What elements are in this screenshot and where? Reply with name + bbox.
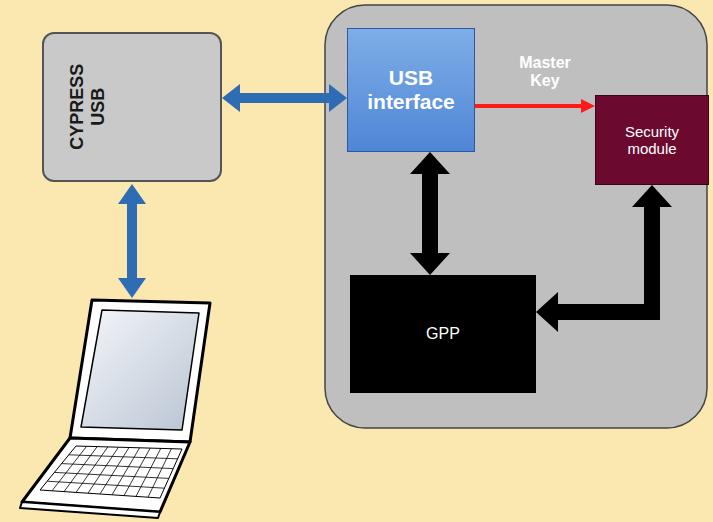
arrow-head [222, 84, 240, 112]
connector-line [475, 104, 582, 108]
arrow-head [581, 99, 595, 113]
laptop-illustration [20, 300, 210, 518]
node-label: CYPRESS USB [67, 43, 108, 171]
security-module-box: Security module [595, 95, 709, 185]
arrow-head [329, 84, 347, 112]
arrow-head [536, 292, 558, 332]
connector-line [422, 173, 438, 254]
arrow-head [410, 152, 450, 174]
arrow-head [410, 253, 450, 275]
node-label: Security module [596, 123, 708, 158]
connector [536, 185, 672, 332]
fpga-panel [325, 5, 707, 428]
connector [475, 99, 595, 113]
node-label: USB interface [348, 66, 474, 114]
connector-line [239, 93, 330, 103]
arrow-head [632, 185, 672, 207]
connector [410, 152, 450, 275]
connector [222, 84, 347, 112]
usb-interface-box: USB interface [347, 28, 475, 152]
gpp-box: GPP [350, 275, 536, 393]
laptop-link [118, 184, 146, 298]
usb-chip-box: CYPRESS USB [42, 32, 222, 182]
edge-label: Master Key [509, 54, 581, 91]
node-label: GPP [422, 325, 464, 343]
connector-line [557, 206, 652, 312]
